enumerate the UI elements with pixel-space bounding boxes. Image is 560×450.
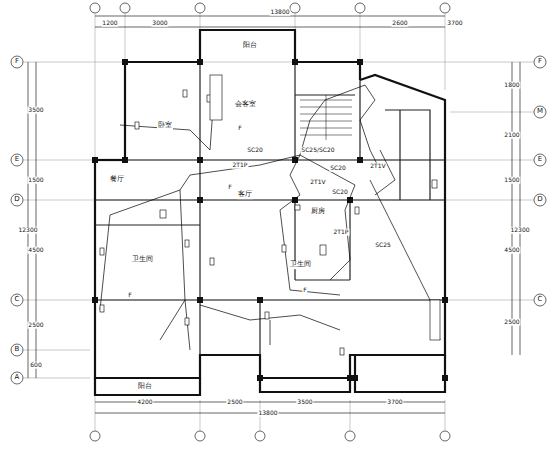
- wire-label: 2T1V: [309, 179, 326, 186]
- room-name: 餐厅: [109, 176, 125, 184]
- wire-label: F: [227, 184, 232, 191]
- axis-label: M: [536, 108, 544, 116]
- wire-label: F: [127, 292, 132, 299]
- room-name: 会客室: [234, 101, 257, 109]
- wire-label: 2T1P: [232, 162, 249, 169]
- room-name: 客厅: [237, 191, 253, 199]
- wire-label: 2T1V: [369, 163, 386, 170]
- room-name: 阳台: [242, 42, 258, 50]
- axis-label: C: [537, 296, 544, 304]
- wire-label: SC20: [246, 147, 264, 154]
- dimension-text: 3700: [386, 399, 403, 406]
- axis-label: F: [537, 58, 543, 66]
- dimension-text: 2500: [503, 319, 520, 326]
- dimension-text: 2100: [503, 132, 520, 139]
- dimension-text: 4200: [136, 399, 153, 406]
- wire-label: 2T1P: [333, 229, 350, 236]
- dimension-text: 1500: [27, 177, 44, 184]
- dimension-text: 3500: [27, 107, 44, 114]
- axis-label: A: [14, 374, 21, 382]
- wire-label: SC20: [331, 189, 349, 196]
- axis-label: E: [537, 156, 543, 164]
- dimension-text: 13800: [257, 410, 278, 417]
- wire-label: F: [237, 125, 242, 132]
- axis-label: D: [13, 196, 20, 204]
- dimension-text: 3700: [446, 20, 463, 27]
- dimension-text: 12300: [17, 227, 38, 234]
- axis-label: C: [14, 296, 21, 304]
- dimension-text: 1800: [503, 82, 520, 89]
- dimension-text: 2600: [391, 20, 408, 27]
- room-name: 卫生间: [289, 261, 312, 269]
- room-name: 厨房: [310, 208, 326, 216]
- wire-label: SC20: [329, 165, 347, 172]
- wire-label: SC25: [374, 242, 392, 249]
- room-name: 阳台: [137, 383, 153, 391]
- dimension-text: 2500: [226, 399, 243, 406]
- wire-label: SC25/SC20: [300, 147, 335, 154]
- wire-label: F: [302, 287, 307, 294]
- axis-label: D: [536, 196, 543, 204]
- dimension-text: 600: [29, 362, 42, 369]
- axis-label: E: [14, 156, 20, 164]
- dimension-text: 1200: [101, 20, 118, 27]
- room-name: 卧室: [157, 122, 173, 130]
- dimension-text: 1500: [503, 177, 520, 184]
- dimension-text: 13800: [269, 9, 290, 16]
- room-name: 卫生间: [131, 256, 154, 264]
- dimension-text: 4500: [503, 247, 520, 254]
- dimension-text: 4500: [27, 247, 44, 254]
- dimension-text: 2500: [27, 322, 44, 329]
- axis-label: B: [14, 346, 21, 354]
- dimension-text: 3000: [151, 20, 168, 27]
- axis-label: F: [14, 58, 20, 66]
- dimension-text: 12300: [509, 227, 530, 234]
- dimension-text: 3500: [296, 399, 313, 406]
